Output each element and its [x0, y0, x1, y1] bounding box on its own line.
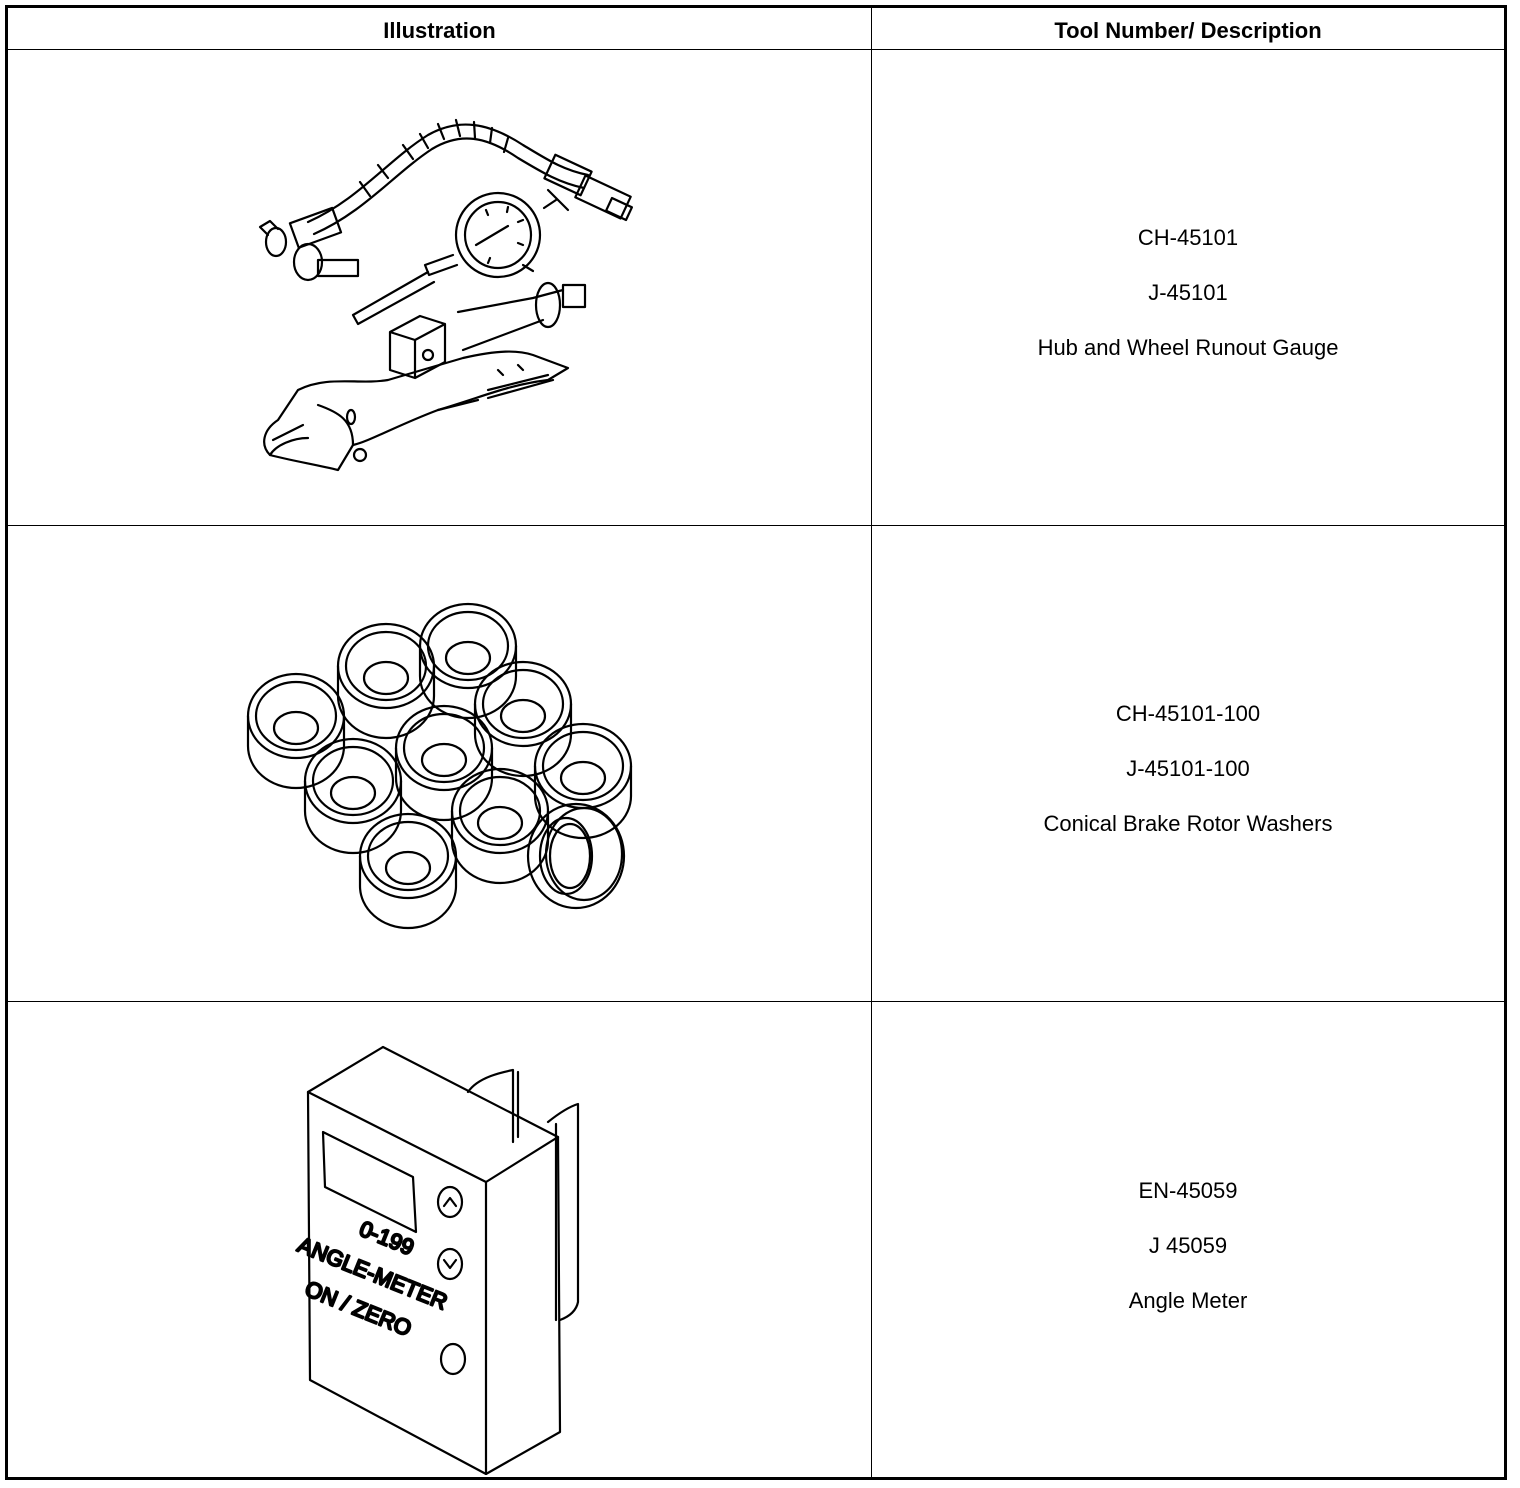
description-cell: CH-45101 J-45101 Hub and Wheel Runout Ga…: [872, 50, 1504, 525]
illustration-cell: [8, 50, 872, 525]
secondary-tool-number: J-45101: [1148, 280, 1228, 305]
tool-description: Hub and Wheel Runout Gauge: [1037, 335, 1339, 360]
primary-tool-number: EN-45059: [1138, 1178, 1238, 1203]
description-cell: EN-45059 J 45059 Angle Meter: [872, 1002, 1504, 1477]
secondary-tool-number: J 45059: [1148, 1233, 1228, 1258]
illustration-cell: [8, 526, 872, 1001]
angle-meter-icon: 0-199 ANGLE-METER ON / ZERO: [293, 1045, 580, 1475]
description-cell: CH-45101-100 J-45101-100 Conical Brake R…: [872, 526, 1504, 1001]
header-cell-illustration: Illustration: [8, 8, 872, 49]
primary-tool-number: CH-45101-100: [1115, 701, 1261, 726]
secondary-tool-number: J-45101-100: [1126, 756, 1250, 781]
runout-gauge-icon: [258, 118, 634, 472]
tool-description: Conical Brake Rotor Washers: [1043, 811, 1333, 836]
table-row: CH-45101 J-45101 Hub and Wheel Runout Ga…: [8, 50, 1504, 526]
tool-table: Illustration Tool Number/ Description: [5, 5, 1507, 1480]
table-row: 0-199 ANGLE-METER ON / ZERO EN-45059 J 4…: [8, 1002, 1504, 1477]
washers-icon: [246, 602, 633, 930]
svg-text:0-199: 0-199: [356, 1216, 418, 1260]
tool-description: Angle Meter: [1128, 1288, 1248, 1313]
angle-meter-label: 0-199 ANGLE-METER ON / ZERO: [293, 1215, 452, 1342]
header-tool-label: Tool Number/ Description: [1054, 18, 1322, 43]
primary-tool-number: CH-45101: [1137, 225, 1239, 250]
illustration-cell: 0-199 ANGLE-METER ON / ZERO: [8, 1002, 872, 1477]
header-cell-tool: Tool Number/ Description: [872, 8, 1504, 49]
table-header: Illustration Tool Number/ Description: [8, 8, 1504, 50]
table-row: CH-45101-100 J-45101-100 Conical Brake R…: [8, 526, 1504, 1002]
header-illustration-label: Illustration: [383, 18, 496, 43]
